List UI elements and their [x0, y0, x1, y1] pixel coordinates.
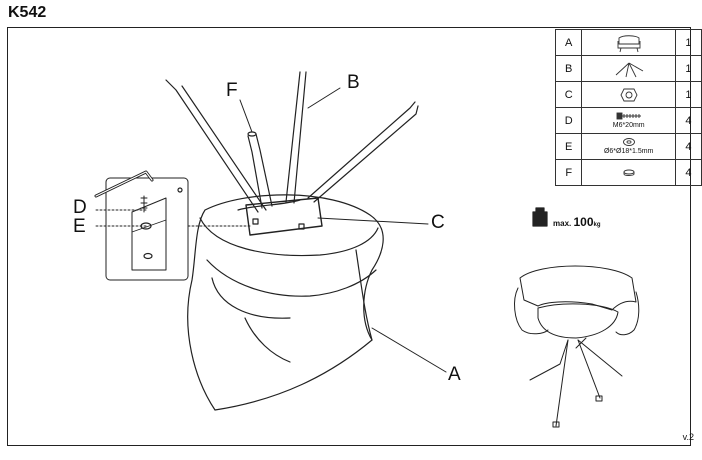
inset-bolt: [140, 195, 148, 213]
backrest-seam: [211, 277, 291, 319]
max-load-prefix: max.: [553, 219, 572, 228]
parts-row: A 1: [554, 29, 702, 56]
part-key: C: [554, 81, 583, 108]
parts-row: B 1: [554, 55, 702, 82]
foot-cap-icon: [623, 169, 635, 176]
side-seam: [244, 317, 291, 363]
seat-underside: [206, 259, 377, 297]
star-base-icon: [615, 62, 643, 77]
callout-A: A: [448, 364, 461, 385]
part-picture: M6*20mm: [581, 107, 676, 134]
part-label: Ø6*Ø18*1.5mm: [603, 148, 654, 155]
part-key: A: [554, 29, 583, 56]
part-qty: 4: [674, 159, 702, 186]
part-picture: [581, 55, 676, 82]
max-load-unit: kg: [593, 222, 601, 228]
swivel-plate-icon: [620, 88, 638, 101]
seat-shell: [187, 194, 384, 411]
part-qty: 1: [674, 29, 702, 56]
product-code: K542: [8, 4, 47, 21]
part-picture: [581, 159, 676, 186]
detail-inset: [105, 177, 189, 281]
part-key: E: [554, 133, 583, 160]
parts-row: F 4: [554, 159, 702, 186]
chair-seat-icon: [617, 34, 641, 52]
callout-E: E: [73, 216, 86, 237]
bolt-icon: [616, 112, 641, 120]
back-edge: [355, 249, 373, 341]
seat-cushion: [199, 217, 379, 257]
parts-row: D M6*20mm 4: [554, 107, 702, 134]
part-qty: 1: [674, 81, 702, 108]
part-label: M6*20mm: [612, 122, 645, 129]
parts-table: A 1 B 1 C 1 D M6*20mm: [554, 29, 702, 186]
star-base-legs: [165, 71, 419, 213]
finished-chair-preview: [514, 265, 640, 428]
callout-C: C: [431, 212, 445, 233]
max-load-value: 100: [573, 215, 594, 229]
washer-icon: [622, 138, 635, 146]
part-picture: Ø6*Ø18*1.5mm: [581, 133, 676, 160]
part-picture: [581, 29, 676, 56]
parts-row: E Ø6*Ø18*1.5mm 4: [554, 133, 702, 160]
weight-icon: [532, 207, 548, 227]
part-qty: 4: [674, 107, 702, 134]
part-picture: [581, 81, 676, 108]
callout-F: F: [226, 80, 238, 101]
callout-D: D: [73, 197, 87, 218]
callout-B: B: [347, 72, 360, 93]
parts-row: C 1: [554, 81, 702, 108]
version-label: v.2: [682, 432, 694, 442]
plate-hole-2: [298, 223, 305, 230]
part-qty: 4: [674, 133, 702, 160]
part-key: D: [554, 107, 583, 134]
plate-hole-1: [252, 218, 259, 225]
max-load-label: max. 100kg: [553, 215, 601, 229]
part-key: B: [554, 55, 583, 82]
part-key: F: [554, 159, 583, 186]
part-qty: 1: [674, 55, 702, 82]
instruction-frame: [7, 27, 691, 446]
